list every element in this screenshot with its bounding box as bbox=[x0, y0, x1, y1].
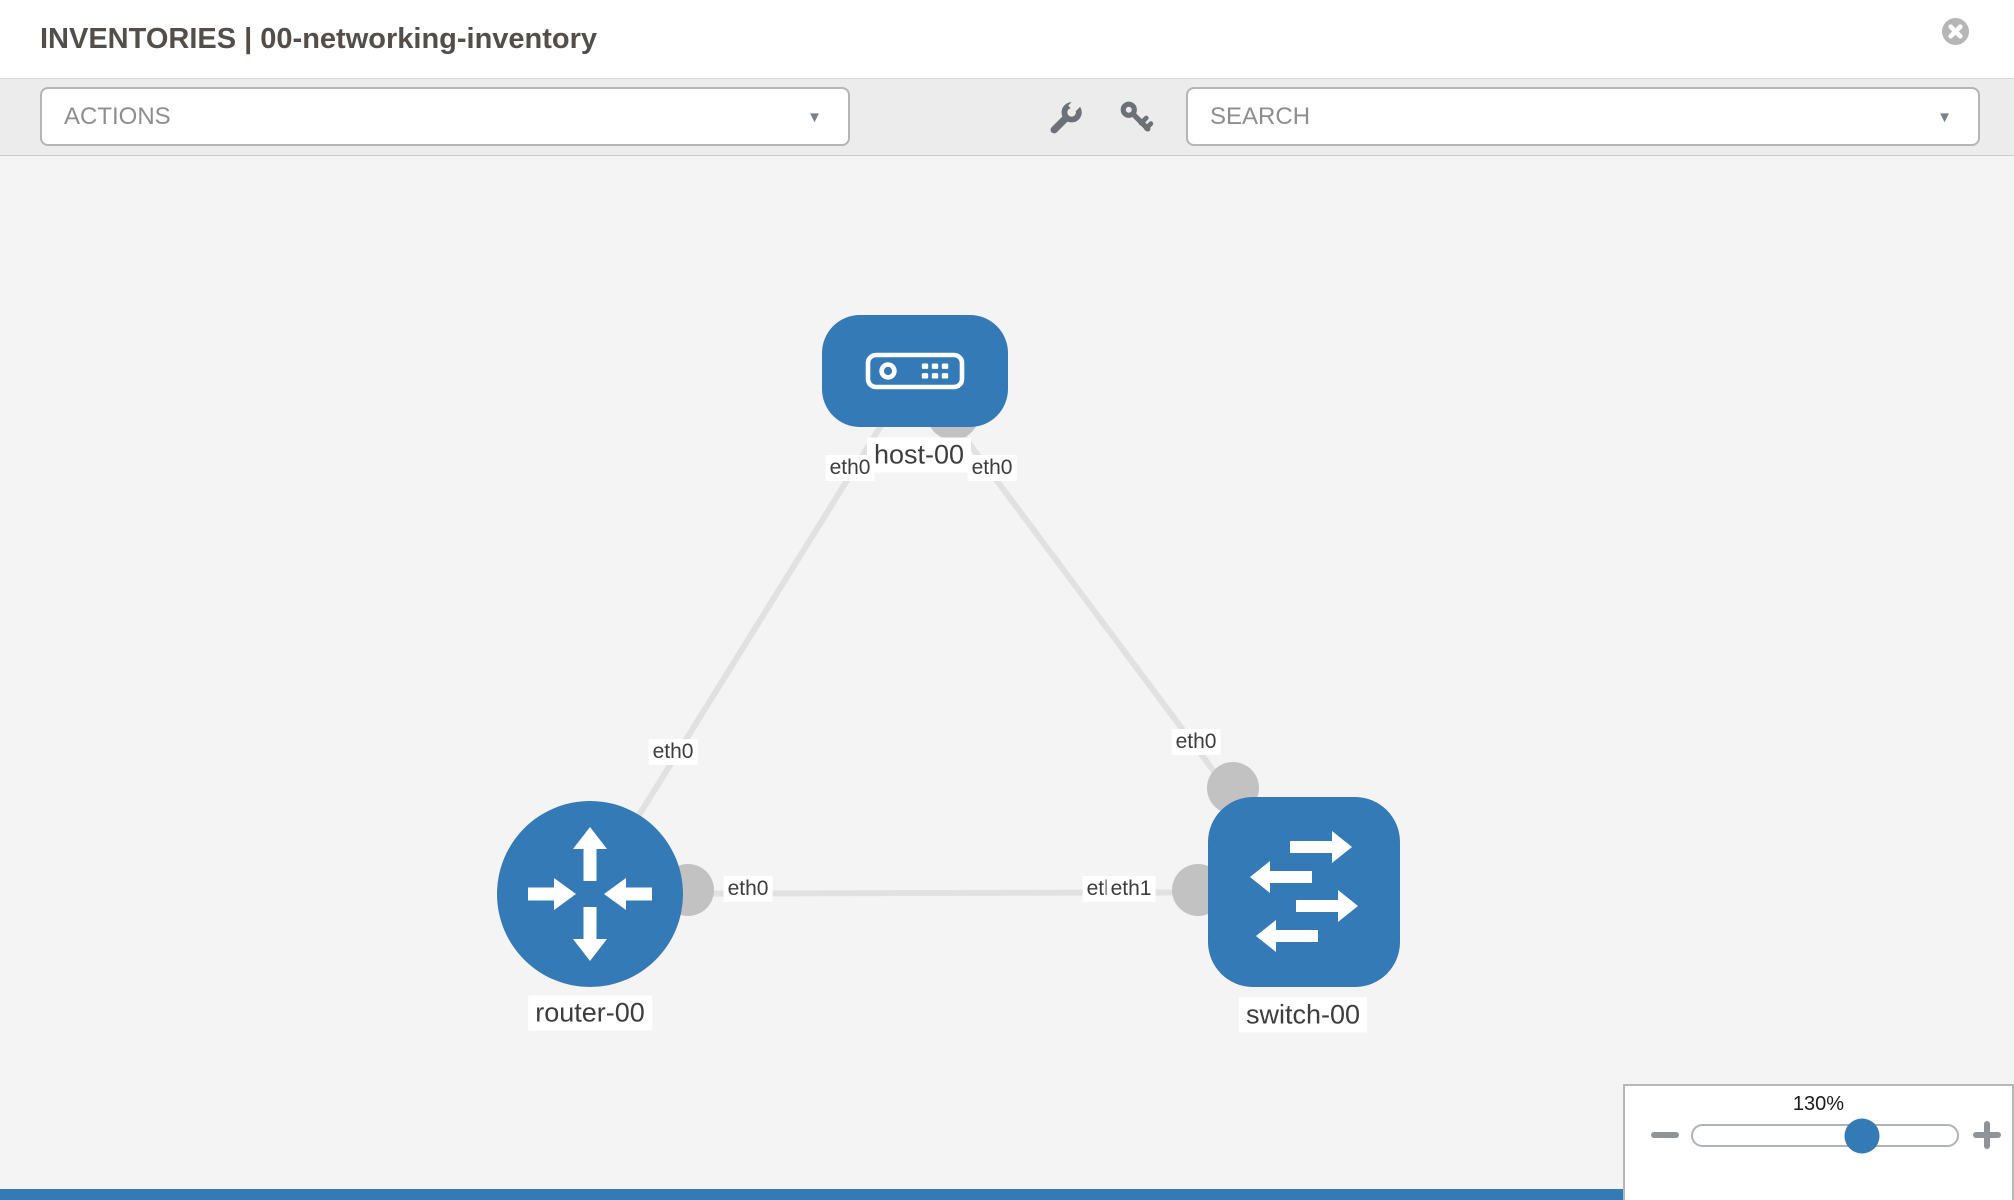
actions-label: ACTIONS bbox=[64, 103, 171, 130]
topology-canvas[interactable] bbox=[0, 156, 2014, 1200]
close-icon bbox=[1942, 18, 1969, 45]
zoom-slider-row bbox=[1625, 1116, 2012, 1162]
zoom-out-button[interactable] bbox=[1651, 1132, 1679, 1138]
search-placeholder: SEARCH bbox=[1210, 103, 1311, 130]
zoom-in-button[interactable] bbox=[1973, 1121, 2001, 1149]
node-host-00[interactable] bbox=[822, 315, 1008, 427]
zoom-slider[interactable] bbox=[1691, 1118, 1959, 1153]
actions-dropdown[interactable]: ACTIONS ▼ bbox=[40, 87, 850, 146]
node-router-00[interactable] bbox=[497, 801, 683, 987]
page-header: INVENTORIES | 00-networking-inventory bbox=[0, 0, 2014, 78]
zoom-slider-thumb[interactable] bbox=[1844, 1118, 1880, 1153]
chevron-down-icon: ▼ bbox=[1937, 109, 1952, 126]
chevron-down-icon: ▼ bbox=[807, 109, 822, 126]
configure-tool-button[interactable] bbox=[1048, 99, 1085, 136]
wrench-icon bbox=[1050, 99, 1082, 134]
page-title: INVENTORIES | 00-networking-inventory bbox=[40, 23, 598, 55]
zoom-level: 130% bbox=[1792, 1093, 1845, 1115]
toolbar: ACTIONS ▼ SEARCH bbox=[0, 78, 2014, 156]
key-icon bbox=[1120, 101, 1154, 132]
zoom-panel: 130% bbox=[1623, 1084, 2014, 1200]
search-dropdown[interactable]: SEARCH ▼ bbox=[1186, 87, 1980, 146]
credentials-tool-button[interactable] bbox=[1118, 99, 1155, 136]
close-button[interactable] bbox=[1942, 18, 1969, 45]
bottom-blue-bar bbox=[0, 1189, 1623, 1200]
node-switch-00[interactable] bbox=[1208, 797, 1400, 987]
